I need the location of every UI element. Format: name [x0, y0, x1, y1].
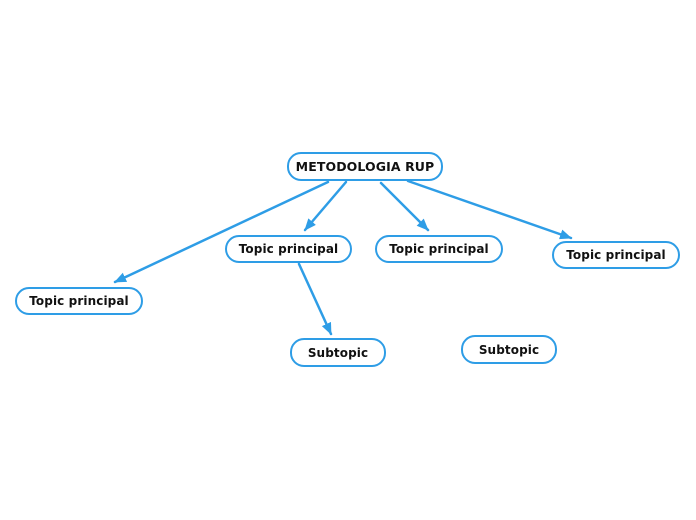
node-topic-principal-4-label: Topic principal	[566, 248, 666, 262]
node-topic-principal-3-label: Topic principal	[389, 242, 489, 256]
connector-topic-2-to-subtopic-1	[297, 262, 333, 336]
node-topic-principal-4[interactable]: Topic principal	[552, 241, 680, 269]
node-topic-principal-3[interactable]: Topic principal	[375, 235, 503, 263]
connector-root-to-topic-2	[303, 180, 348, 232]
node-topic-principal-1[interactable]: Topic principal	[15, 287, 143, 315]
node-root-label: METODOLOGIA RUP	[295, 159, 435, 174]
node-topic-principal-2[interactable]: Topic principal	[225, 235, 352, 263]
connector-root-to-topic-4	[406, 179, 573, 240]
node-subtopic-2-label: Subtopic	[478, 342, 540, 357]
node-topic-principal-2-label: Topic principal	[238, 242, 339, 256]
connector-root-to-topic-1	[113, 180, 330, 284]
node-subtopic-1[interactable]: Subtopic	[290, 338, 386, 367]
node-subtopic-2[interactable]: Subtopic	[461, 335, 557, 364]
node-subtopic-1-label: Subtopic	[307, 345, 369, 360]
node-topic-principal-1-label: Topic principal	[29, 294, 129, 308]
connector-root-to-topic-3	[379, 181, 430, 232]
node-root[interactable]: METODOLOGIA RUP	[287, 152, 443, 181]
